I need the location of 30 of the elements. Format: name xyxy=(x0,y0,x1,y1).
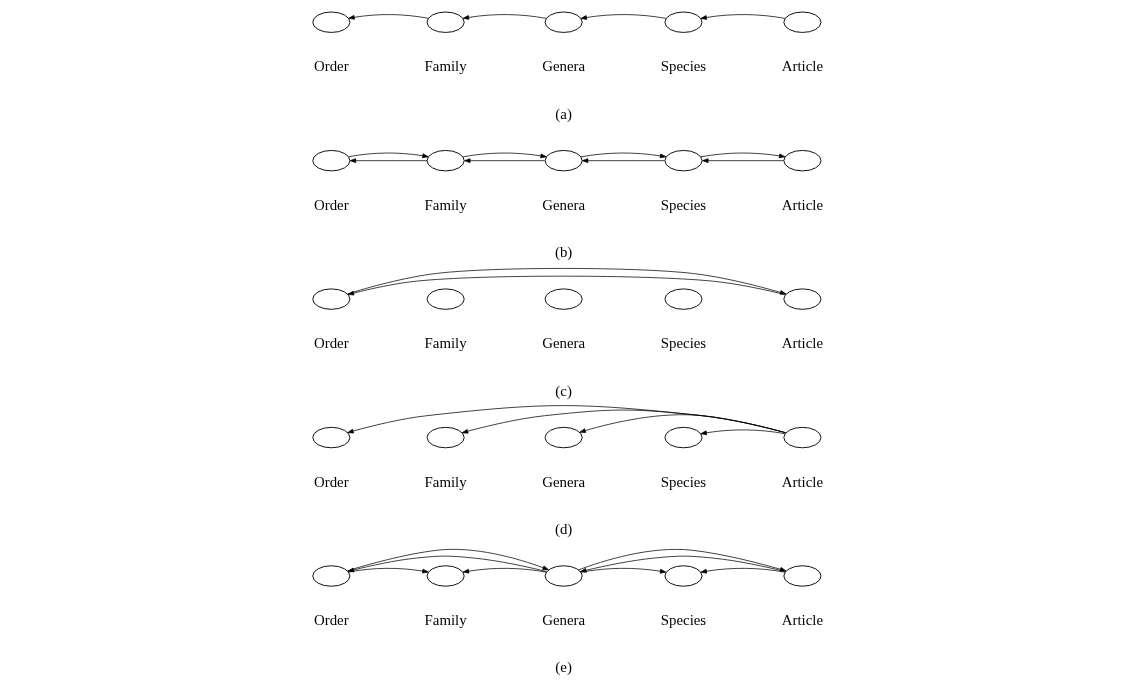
node-label: Species xyxy=(660,335,706,352)
node-label: Article xyxy=(781,612,823,629)
label: (b) xyxy=(554,244,572,261)
node-label: Genera xyxy=(541,335,585,352)
node-label: Family xyxy=(424,612,467,629)
node-label: Species xyxy=(660,58,706,75)
node-label: Genera xyxy=(541,196,585,213)
node-label: Species xyxy=(660,473,706,490)
node-label: Article xyxy=(781,58,823,75)
node-label: Article xyxy=(781,335,823,352)
node-label: Order xyxy=(313,335,349,352)
node-label: Species xyxy=(660,196,706,213)
node-label: Genera xyxy=(541,58,585,75)
node-label: Genera xyxy=(541,473,585,490)
node-label: Article xyxy=(781,196,823,213)
node-label: Article xyxy=(781,473,823,490)
node-label: Family xyxy=(424,335,467,352)
node-label: Family xyxy=(424,473,467,490)
node-label: Order xyxy=(313,196,349,213)
node-label: Order xyxy=(313,612,349,629)
label: (d) xyxy=(554,521,572,537)
label: (a) xyxy=(554,105,572,122)
label: (c) xyxy=(554,382,572,399)
node-label: Order xyxy=(313,473,349,490)
label: (e) xyxy=(554,659,572,676)
node-label: Species xyxy=(660,612,706,629)
node-label: Family xyxy=(424,58,467,75)
node-label: Order xyxy=(313,58,349,75)
node-label: Family xyxy=(424,196,467,213)
node-label: Genera xyxy=(541,612,585,629)
